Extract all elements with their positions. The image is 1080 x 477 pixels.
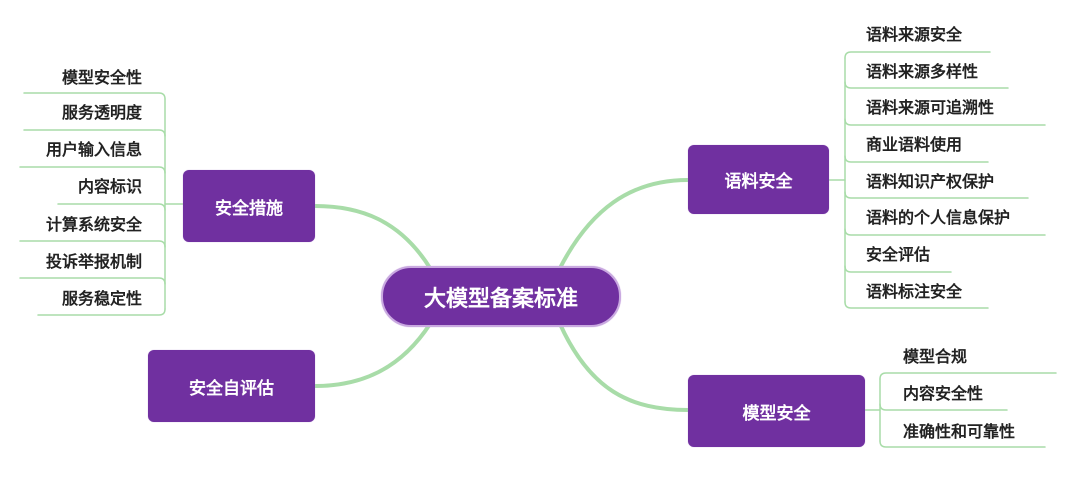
connector-model-safety [558, 322, 690, 412]
leaf-item[interactable]: 安全评估 [866, 245, 931, 264]
central-topic[interactable]: 大模型备案标准 [381, 266, 621, 327]
leaf-underline [844, 301, 989, 309]
leaf-underline [23, 129, 166, 137]
leaf-item[interactable]: 语料的个人信息保护 [866, 208, 1011, 227]
leaf-item[interactable]: 模型安全性 [61, 68, 142, 87]
leaf-item[interactable]: 语料来源可追溯性 [866, 98, 995, 117]
leaf-item[interactable]: 服务稳定性 [61, 289, 142, 308]
leaf-underline [19, 277, 166, 285]
leaf-item[interactable]: 商业语料使用 [866, 135, 963, 154]
leaf-underline [844, 155, 989, 163]
leaf-underline [57, 203, 166, 211]
leaf-underline [879, 372, 1057, 380]
leaf-item[interactable]: 语料来源安全 [866, 25, 963, 44]
leaf-item[interactable]: 准确性和可靠性 [903, 422, 1016, 441]
leaf-item[interactable]: 内容标识 [77, 177, 142, 196]
leaf-item[interactable]: 语料标注安全 [866, 282, 963, 301]
connector-self-assessment [313, 322, 432, 388]
connector-safety-measures [313, 204, 432, 270]
leaf-underline [844, 81, 1009, 89]
leaf-underline [37, 308, 166, 316]
connector-corpus-safety [558, 178, 690, 270]
leaf-item[interactable]: 模型合规 [903, 347, 968, 366]
leaf-underline [844, 118, 1046, 126]
leaf-underline [844, 191, 1029, 199]
leaf-underline [844, 51, 991, 59]
leaf-item[interactable]: 语料来源多样性 [866, 62, 979, 81]
leaf-underline [19, 240, 166, 248]
leaf-underline [19, 166, 166, 174]
leaf-underline [23, 92, 166, 100]
leaf-underline [879, 440, 1046, 448]
branch-corpus-safety[interactable]: 语料安全 [688, 145, 829, 214]
leaf-item[interactable]: 用户输入信息 [45, 140, 142, 159]
leaf-underline [844, 265, 952, 273]
leaf-item[interactable]: 计算系统安全 [45, 215, 142, 234]
leaf-underline [879, 403, 1008, 411]
leaf-item[interactable]: 内容安全性 [903, 384, 984, 403]
branch-model-safety[interactable]: 模型安全 [688, 375, 865, 447]
leaf-underline [844, 228, 1046, 236]
leaf-item[interactable]: 投诉举报机制 [45, 252, 142, 271]
branch-safety-measures[interactable]: 安全措施 [183, 170, 315, 242]
leaf-item[interactable]: 服务透明度 [61, 103, 142, 122]
leaf-item[interactable]: 语料知识产权保护 [866, 172, 995, 191]
branch-self-assessment[interactable]: 安全自评估 [148, 350, 315, 422]
